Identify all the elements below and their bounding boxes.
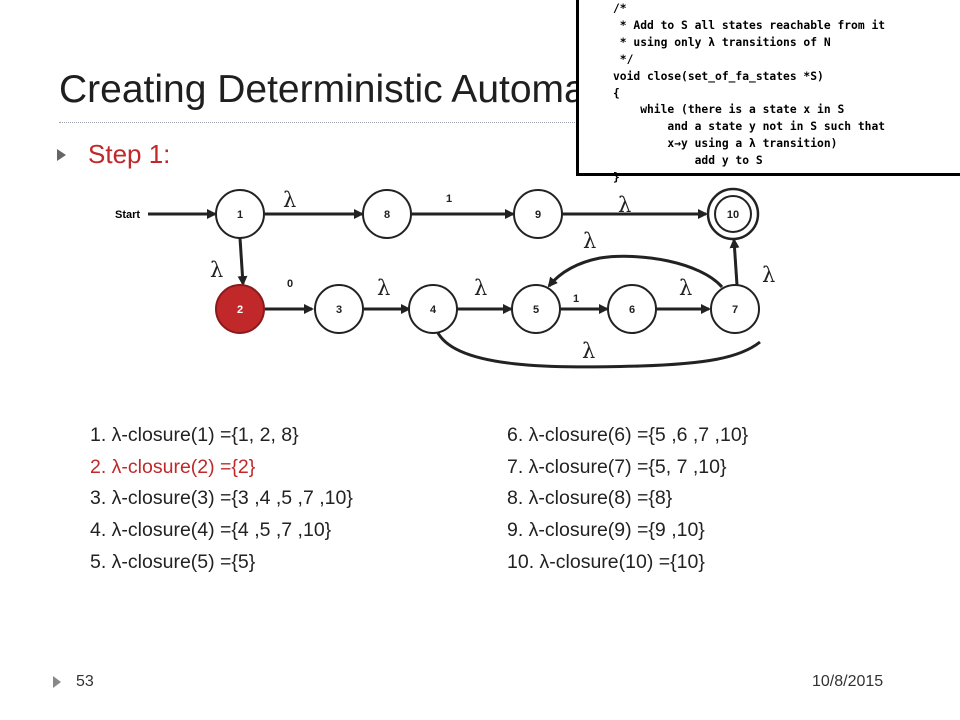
code-box: /* * Add to S all states reachable from … xyxy=(576,0,960,184)
edge-label: λ xyxy=(377,276,390,300)
code-line: /* xyxy=(613,2,627,15)
code-line: and a state y not in S such that xyxy=(613,120,886,134)
edge-label: 1 xyxy=(446,193,452,205)
state-node-4: 4 xyxy=(408,284,458,334)
edge-label: 0 xyxy=(287,278,293,290)
footer-bullet-icon xyxy=(53,676,61,688)
closure-item: 3. λ-closure(3) ={3 ,4 ,5 ,7 ,10} xyxy=(90,487,353,510)
nodes: 1 8 9 10 2 3 4 5 xyxy=(215,187,760,334)
state-label: 7 xyxy=(732,304,738,316)
state-label: 6 xyxy=(629,304,635,316)
state-circle xyxy=(607,284,657,334)
state-circle xyxy=(215,189,265,239)
closure-item-highlighted: 2. λ-closure(2) ={2} xyxy=(90,455,256,478)
code-line: add y to S xyxy=(613,154,763,168)
state-node-1: 1 xyxy=(215,189,265,239)
code-line: } xyxy=(613,171,620,185)
code-line: { xyxy=(613,86,620,100)
edge-label: λ xyxy=(210,258,223,282)
closure-item: 1. λ-closure(1) ={1, 2, 8} xyxy=(90,424,299,446)
start-label: Start xyxy=(115,209,140,221)
state-circle xyxy=(362,189,412,239)
state-circle-inner xyxy=(714,195,752,233)
closure-item: 6. λ-closure(6) ={5 ,6 ,7 ,10} xyxy=(507,424,749,446)
code-line: x→y using a λ transition) xyxy=(613,137,838,151)
edge-7-5 xyxy=(547,254,724,289)
edge-label: λ xyxy=(283,188,296,212)
edge-label: λ xyxy=(679,276,692,300)
state-label: 10 xyxy=(727,209,739,221)
state-label: 9 xyxy=(535,209,541,221)
edge-label: λ xyxy=(582,339,595,363)
state-circle xyxy=(408,284,458,334)
state-circle xyxy=(215,284,265,334)
state-node-5: 5 xyxy=(511,284,561,334)
closure-item: 8. λ-closure(8) ={8} xyxy=(507,487,673,510)
state-label: 2 xyxy=(237,304,243,316)
code-line: * using only λ transitions of N xyxy=(613,35,831,49)
edge-label: 1 xyxy=(573,293,579,305)
code-line: void close(set_of_fa_states *S) xyxy=(613,69,824,83)
state-label: 5 xyxy=(533,304,539,316)
edge-label: λ xyxy=(474,276,487,300)
closure-item: 7. λ-closure(7) ={5, 7 ,10} xyxy=(507,455,727,478)
closures-left-column: 1. λ-closure(1) ={1, 2, 8} 2. λ-closure(… xyxy=(90,420,353,579)
closure-item: 5. λ-closure(5) ={5} xyxy=(90,550,256,573)
edge-labels: λ 1 λ λ 0 λ λ 1 λ λ λ λ xyxy=(210,188,775,363)
state-circle xyxy=(710,284,760,334)
page-number: 53 xyxy=(76,673,94,690)
closures-right-column: 6. λ-closure(6) ={5 ,6 ,7 ,10} 7. λ-clos… xyxy=(507,420,748,579)
code-listing: /* * Add to S all states reachable from … xyxy=(613,1,885,187)
edge-label: λ xyxy=(762,263,775,287)
slide-title: Creating Deterministic Automata xyxy=(59,68,619,111)
state-node-7: 7 xyxy=(710,284,760,334)
state-node-8: 8 xyxy=(362,189,412,239)
nfa-diagram: Start λ 1 λ λ 0 λ λ 1 λ λ λ λ 1 xyxy=(115,187,775,369)
slide-date: 10/8/2015 xyxy=(812,673,884,690)
state-label: 4 xyxy=(430,304,437,316)
closure-item: 10. λ-closure(10) ={10} xyxy=(507,550,705,573)
edge-1-2 xyxy=(237,237,248,286)
step-heading: Step 1: xyxy=(88,139,171,169)
state-circle xyxy=(314,284,364,334)
state-node-6: 6 xyxy=(607,284,657,334)
state-node-9: 9 xyxy=(513,189,563,239)
code-line: */ xyxy=(613,52,634,66)
state-node-3: 3 xyxy=(314,284,364,334)
state-label: 3 xyxy=(336,304,342,316)
edges xyxy=(237,209,761,369)
state-circle xyxy=(511,284,561,334)
bullet-arrow-icon xyxy=(57,149,66,161)
state-label: 8 xyxy=(384,209,390,221)
state-circle xyxy=(513,189,563,239)
edge-label: λ xyxy=(618,193,631,217)
code-line: while (there is a state x in S xyxy=(613,103,845,117)
title-divider xyxy=(59,122,779,123)
state-node-10: 10 xyxy=(706,187,760,241)
edge-label: λ xyxy=(583,229,596,253)
edge-7-10 xyxy=(729,238,740,286)
state-label: 1 xyxy=(237,209,243,221)
code-line: * Add to S all states reachable from it xyxy=(613,18,886,32)
closure-item: 4. λ-closure(4) ={4 ,5 ,7 ,10} xyxy=(90,519,332,542)
closure-item: 9. λ-closure(9) ={9 ,10} xyxy=(507,519,705,542)
state-node-2: 2 xyxy=(215,284,265,334)
edge-4-7 xyxy=(435,330,761,369)
